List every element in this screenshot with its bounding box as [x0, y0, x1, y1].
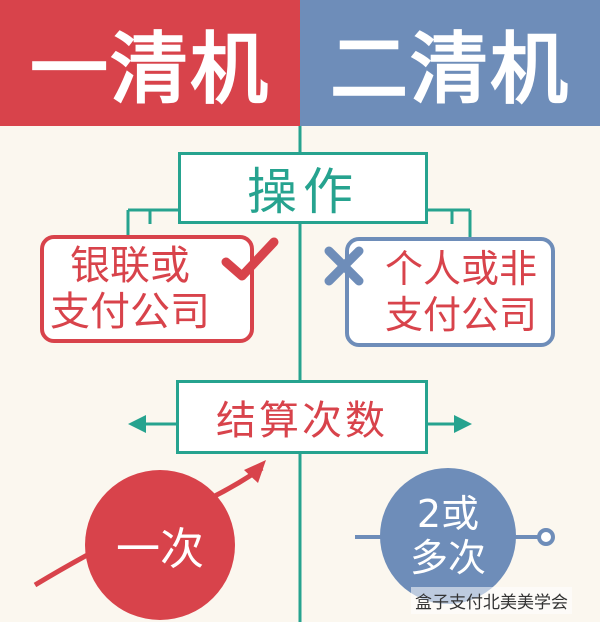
check-icon — [221, 237, 279, 281]
left-option-text: 银联或 支付公司 — [50, 243, 210, 335]
operation-label: 操作 — [247, 163, 359, 221]
left-count-circle: 一次 — [85, 470, 235, 620]
header-right-title: 二清机 — [300, 0, 600, 126]
left-count-value: 一次 — [116, 524, 204, 575]
settlement-arrow-left-head — [128, 415, 146, 433]
right-count-circle: 2或 多次 — [380, 468, 516, 604]
right-option-box: 个人或非 支付公司 — [345, 237, 555, 347]
watermark-text: 盒子支付北美美学会 — [411, 587, 572, 614]
settlement-box: 结算次数 — [176, 380, 428, 454]
left-option-line1: 银联或 — [70, 243, 190, 289]
left-option-line2: 支付公司 — [50, 289, 210, 335]
operation-box: 操作 — [178, 152, 428, 224]
red-trend-arrow-head — [244, 460, 266, 483]
right-count-text: 2或 多次 — [410, 492, 486, 580]
right-count-line1: 2或 — [416, 492, 480, 536]
right-option-text: 个人或非 支付公司 — [385, 246, 537, 338]
header-left-title: 一清机 — [0, 0, 300, 126]
right-option-line2: 支付公司 — [384, 293, 537, 337]
settlement-arrow-right-head — [454, 415, 472, 433]
header-bar: 一清机 二清机 — [0, 0, 600, 126]
blue-end-node — [537, 528, 555, 546]
left-option-box: 银联或 支付公司 — [40, 235, 254, 343]
right-option-line1: 个人或非 — [384, 247, 537, 291]
cross-icon — [324, 246, 364, 286]
right-count-line2: 多次 — [409, 536, 486, 580]
settlement-label: 结算次数 — [216, 398, 388, 444]
